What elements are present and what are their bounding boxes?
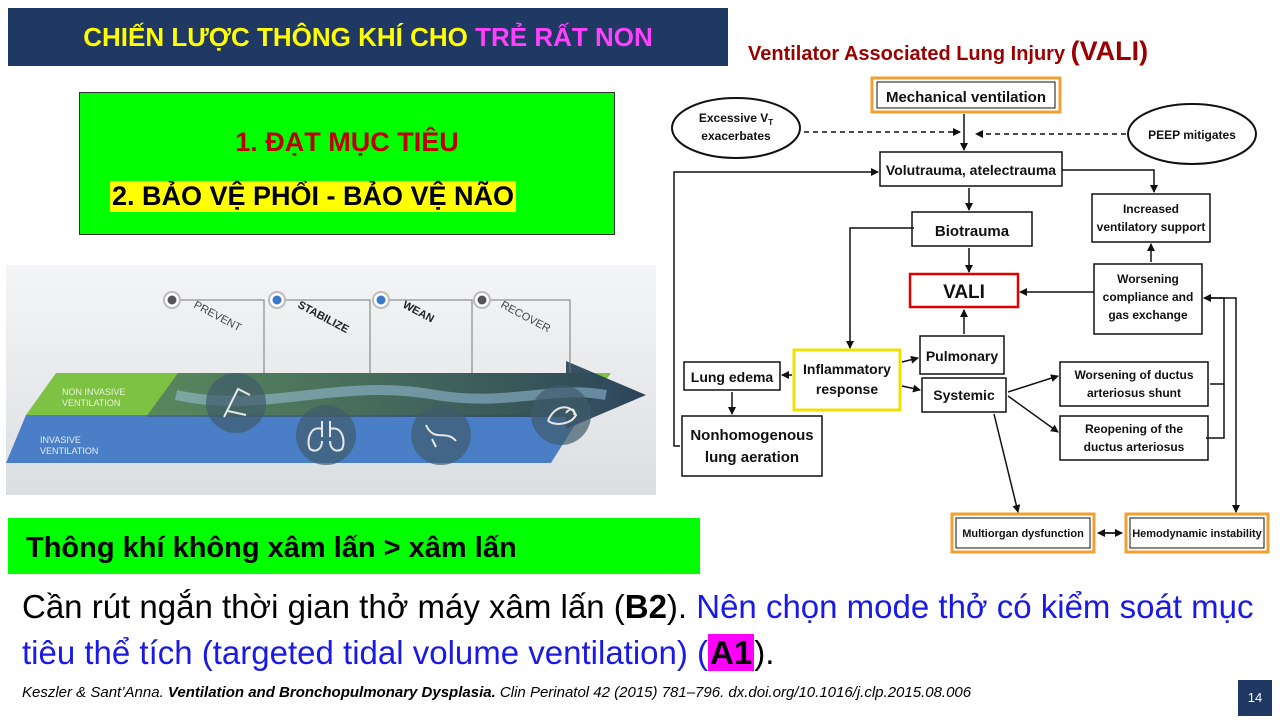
pulmonary-label: Pulmonary [926,348,999,364]
systemic-node: Systemic [921,377,1007,413]
stage-dot-recover-core [477,295,487,305]
increased-support-line1: Increased [1123,202,1179,216]
vali-heading: Ventilator Associated Lung Injury (VALI) [748,36,1258,67]
goal-2: 2. BẢO VỆ PHỔI - BẢO VỆ NÃO [110,181,517,212]
diagram-connectors [673,114,1240,537]
slide-title-highlight: TRẺ RẤT NON [475,22,653,52]
niv-label-line2: VENTILATION [62,398,120,408]
increased-support-node: Increased ventilatory support [1091,193,1211,243]
ductus-shunt-line2: arteriosus shunt [1087,386,1181,400]
niv-label-line1: NON INVASIVE [62,387,125,397]
leader-stabilize [277,299,371,373]
inflammatory-line2: response [816,381,878,397]
inv-label-line2: VENTILATION [40,446,98,456]
multiorgan-label: Multiorgan dysfunction [962,528,1084,540]
multiorgan-node: Multiorgan dysfunction [950,512,1096,554]
volutrauma-node: Volutrauma, atelectrauma [879,151,1063,187]
inflammatory-line1: Inflammatory [803,361,891,377]
para-end: ). [754,634,775,671]
increased-support-line2: ventilatory support [1097,220,1206,234]
lung-edema-node: Lung edema [683,361,781,391]
goal-1: 1. ĐẠT MỤC TIÊU [235,127,459,157]
ref-authors: Keszler & Sant’Anna. [22,684,168,701]
goals-box: 1. ĐẠT MỤC TIÊU 2. BẢO VỆ PHỔI - BẢO VỆ … [79,92,615,235]
baby-icon [547,406,578,425]
lung-edema-label: Lung edema [691,369,774,385]
vali-heading-text: Ventilator Associated Lung Injury [748,43,1071,65]
excessive-vt-line2: exacerbates [701,129,771,143]
ref-title: Ventilation and Bronchopulmonary Dysplas… [167,684,496,701]
ductus-shunt-node: Worsening of ductus arteriosus shunt [1059,361,1209,407]
nonhomogenous-line1: Nonhomogenous [690,427,813,444]
excessive-vt-node: Excessive VT exacerbates [671,97,801,159]
niv-vs-invasive-band: Thông khí không xâm lấn > xâm lấn [8,518,700,574]
evidence-a1: A1 [708,634,755,671]
pulmonary-node: Pulmonary [919,335,1005,375]
biotrauma-node: Biotrauma [911,211,1033,247]
para-text-2: ). [666,588,697,625]
stage-dot-prevent-core [167,295,177,305]
slide-title: CHIẾN LƯỢC THÔNG KHÍ CHO TRẺ RẤT NON [8,8,728,66]
nonhomogenous-line2: lung aeration [705,449,799,466]
worsening-compliance-line3: gas exchange [1108,308,1188,322]
peep-node: PEEP mitigates [1127,103,1257,165]
icon-baby-circle [531,385,591,445]
ref-rest: Clin Perinatol 42 (2015) 781–796. dx.doi… [495,684,972,701]
inv-label-line1: INVASIVE [40,435,81,445]
hemodynamic-label: Hemodynamic instability [1132,528,1262,540]
vali-label: VALI [943,282,985,303]
cannula-icon [425,424,457,448]
leader-recover [482,299,571,373]
ductus-reopen-line1: Reopening of the [1085,422,1183,436]
icon-lungs-circle [296,405,356,465]
excessive-vt-line1: Excessive VT [699,111,773,127]
nonhomogenous-node: Nonhomogenous lung aeration [681,415,823,477]
worsening-compliance-node: Worsening compliance and gas exchange [1093,263,1203,335]
biotrauma-label: Biotrauma [935,223,1010,240]
leader-prevent [172,299,265,373]
vali-heading-abbr: (VALI) [1070,36,1149,66]
volutrauma-label: Volutrauma, atelectrauma [886,162,1056,178]
lungs-icon [307,421,345,452]
worsening-compliance-line1: Worsening [1117,272,1179,286]
worsening-compliance-line2: compliance and [1103,290,1194,304]
recommendation-paragraph: Cần rút ngắn thời gian thở máy xâm lấn (… [22,584,1262,676]
ductus-shunt-line1: Worsening of ductus [1074,368,1193,382]
mechanical-ventilation-node: Mechanical ventilation [870,76,1062,114]
ductus-reopen-line2: ductus arteriosus [1084,440,1185,454]
stage-dot-wean-core [376,295,386,305]
para-text-1: Cần rút ngắn thời gian thở máy xâm lấn ( [22,588,625,625]
page-number: 14 [1238,680,1272,716]
ventilation-strategy-graphic: PREVENT STABILIZE WEAN RECOVER NON INVAS… [6,265,656,495]
mechanical-ventilation-label: Mechanical ventilation [886,89,1046,106]
icon-intubation-circle [206,373,266,433]
ductus-reopen-node: Reopening of the ductus arteriosus [1059,415,1209,461]
peep-label: PEEP mitigates [1148,128,1236,142]
slide-title-part1: CHIẾN LƯỢC THÔNG KHÍ CHO [83,22,476,52]
leader-wean [381,299,473,373]
hemodynamic-node: Hemodynamic instability [1124,512,1270,554]
inflammatory-node: Inflammatory response [792,348,902,412]
para-blue-text: Nên chọn mode thở có kiểm soát mục tiêu … [22,588,1254,671]
niv-vs-invasive-text: Thông khí không xâm lấn > xâm lấn [26,532,517,564]
stage-dot-stabilize-core [272,295,282,305]
systemic-label: Systemic [933,387,995,403]
vali-diagram: Mechanical ventilation Excessive VT exac… [671,76,1270,554]
tube-icon [223,387,251,418]
vali-node: VALI [908,272,1020,309]
evidence-b2: B2 [624,588,667,625]
reference-citation: Keszler & Sant’Anna. Ventilation and Bro… [22,684,971,701]
